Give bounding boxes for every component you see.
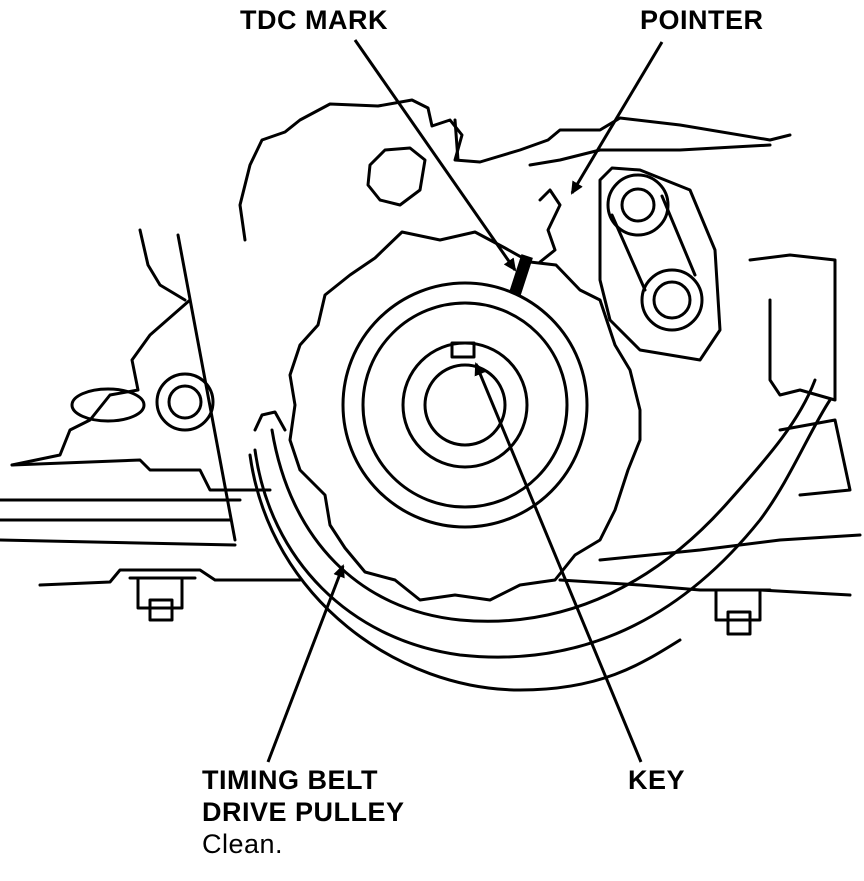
pivot-lower bbox=[640, 268, 704, 332]
oil-pan-line bbox=[38, 568, 302, 587]
timing-belt-drive-pulley bbox=[288, 230, 642, 602]
timing-belt-note: Clean. bbox=[202, 829, 284, 859]
timing-belt-label-line1: TIMING BELT bbox=[202, 765, 378, 795]
housing-bump bbox=[366, 146, 427, 207]
key-leader bbox=[474, 362, 643, 763]
lower-block-line-4 bbox=[0, 538, 237, 547]
pulley-hub bbox=[401, 341, 529, 469]
engine-block-outline bbox=[238, 98, 792, 242]
pivot-upper-inner bbox=[620, 187, 656, 223]
link-arm bbox=[610, 194, 697, 292]
lower-block-line-1 bbox=[10, 458, 272, 492]
crankshaft-bore bbox=[423, 363, 507, 447]
timing-belt-label-line2: DRIVE PULLEY bbox=[202, 797, 405, 827]
housing-inner-edge bbox=[528, 143, 772, 167]
left-block-inner bbox=[138, 228, 187, 302]
pointer-leader bbox=[570, 41, 664, 195]
pointer-label: POINTER bbox=[640, 5, 764, 35]
left-bolt bbox=[128, 576, 197, 622]
key-label: KEY bbox=[628, 765, 686, 795]
pointer-bracket bbox=[538, 188, 562, 264]
right-edge-block bbox=[748, 253, 837, 402]
tdc-mark-label: TDC MARK bbox=[240, 5, 388, 35]
housing-edge-upper bbox=[453, 118, 460, 162]
belt-cover-inner bbox=[270, 378, 817, 623]
timing-belt-drive-pulley-label: TIMING BELT DRIVE PULLEY Clean. bbox=[202, 764, 405, 860]
left-block-outline bbox=[10, 298, 192, 467]
belt-cover-slot bbox=[253, 410, 287, 432]
small-boss bbox=[155, 372, 215, 432]
right-lower-ledge bbox=[778, 418, 852, 497]
pulley-middle-ring bbox=[361, 301, 569, 509]
tdc-mark-leader bbox=[353, 39, 517, 272]
pulley-outer-ring bbox=[341, 281, 589, 529]
tdc-mark bbox=[509, 254, 533, 296]
pivot-upper bbox=[606, 173, 670, 237]
right-bolt bbox=[706, 588, 772, 636]
oval-port bbox=[70, 387, 146, 423]
small-boss-inner bbox=[167, 384, 203, 420]
crankshaft-key bbox=[450, 341, 476, 359]
belt-guide-band bbox=[248, 453, 682, 692]
oil-pan-right bbox=[558, 578, 852, 597]
belt-cover-outer bbox=[253, 398, 832, 659]
pivot-lower-inner bbox=[652, 280, 692, 320]
timing-belt-leader bbox=[266, 564, 345, 763]
tensioner-bracket bbox=[598, 166, 722, 362]
